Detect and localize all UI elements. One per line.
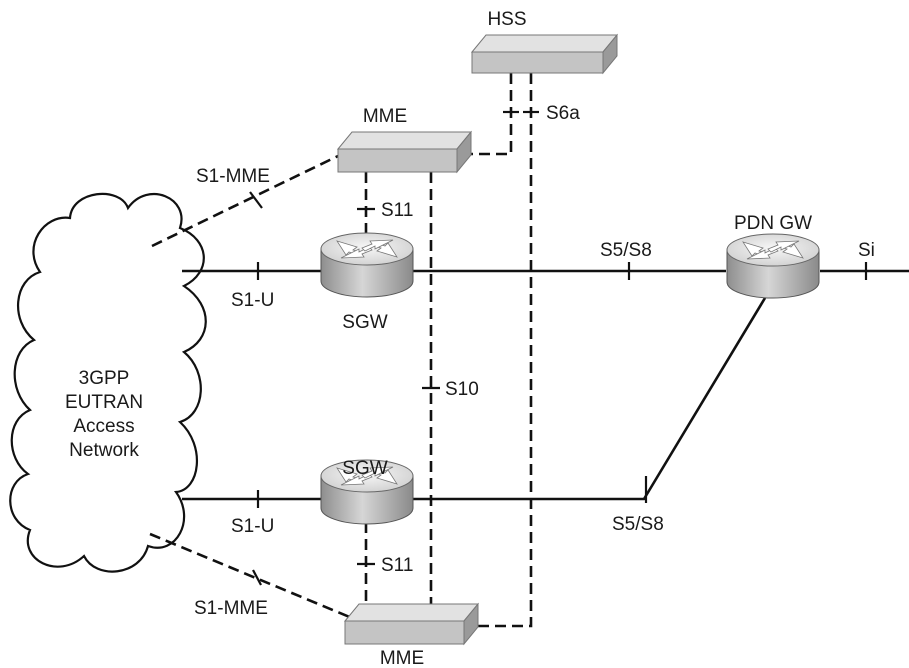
s5-s8-bottom-label: S5/S8 <box>612 514 664 535</box>
s11-bottom-label: S11 <box>381 555 413 576</box>
s1-u-top-label: S1-U <box>231 290 274 311</box>
sgw-top-label: SGW <box>342 312 387 333</box>
mme-bottom-node <box>343 602 480 646</box>
pdn-gw-label: PDN GW <box>734 213 812 234</box>
si-label: Si <box>858 240 875 261</box>
sgw-top-router-icon <box>320 232 414 298</box>
pdn-gw-router-icon <box>726 233 820 299</box>
mme-top-node <box>336 130 473 174</box>
s11-top-label: S11 <box>381 200 413 221</box>
s10-label: S10 <box>445 379 479 400</box>
s6a-bottom-link <box>478 73 533 628</box>
s1-mme-top-link <box>151 154 339 248</box>
s6a-label: S6a <box>546 103 580 124</box>
s1-mme-top-label: S1-MME <box>196 166 270 187</box>
s1-u-bottom-label: S1-U <box>231 516 274 537</box>
cloud-line-4: Network <box>69 440 139 461</box>
cloud-line-1: 3GPP <box>79 368 130 389</box>
sgw-bottom-label: SGW <box>342 458 387 479</box>
mme-bottom-label: MME <box>380 648 424 668</box>
cloud-line-3: Access <box>73 416 134 437</box>
access-network-cloud <box>9 192 207 573</box>
cloud-line-2: EUTRAN <box>65 392 143 413</box>
s5-s8-bottom-link <box>412 297 767 501</box>
s1-mme-bottom-label: S1-MME <box>194 598 268 619</box>
mme-top-label: MME <box>363 106 407 127</box>
s6a-top-link <box>470 73 513 156</box>
s5-s8-top-label: S5/S8 <box>600 240 652 261</box>
hss-node <box>470 33 619 75</box>
hss-label: HSS <box>487 9 526 30</box>
s1-mme-bottom-link <box>149 532 353 620</box>
